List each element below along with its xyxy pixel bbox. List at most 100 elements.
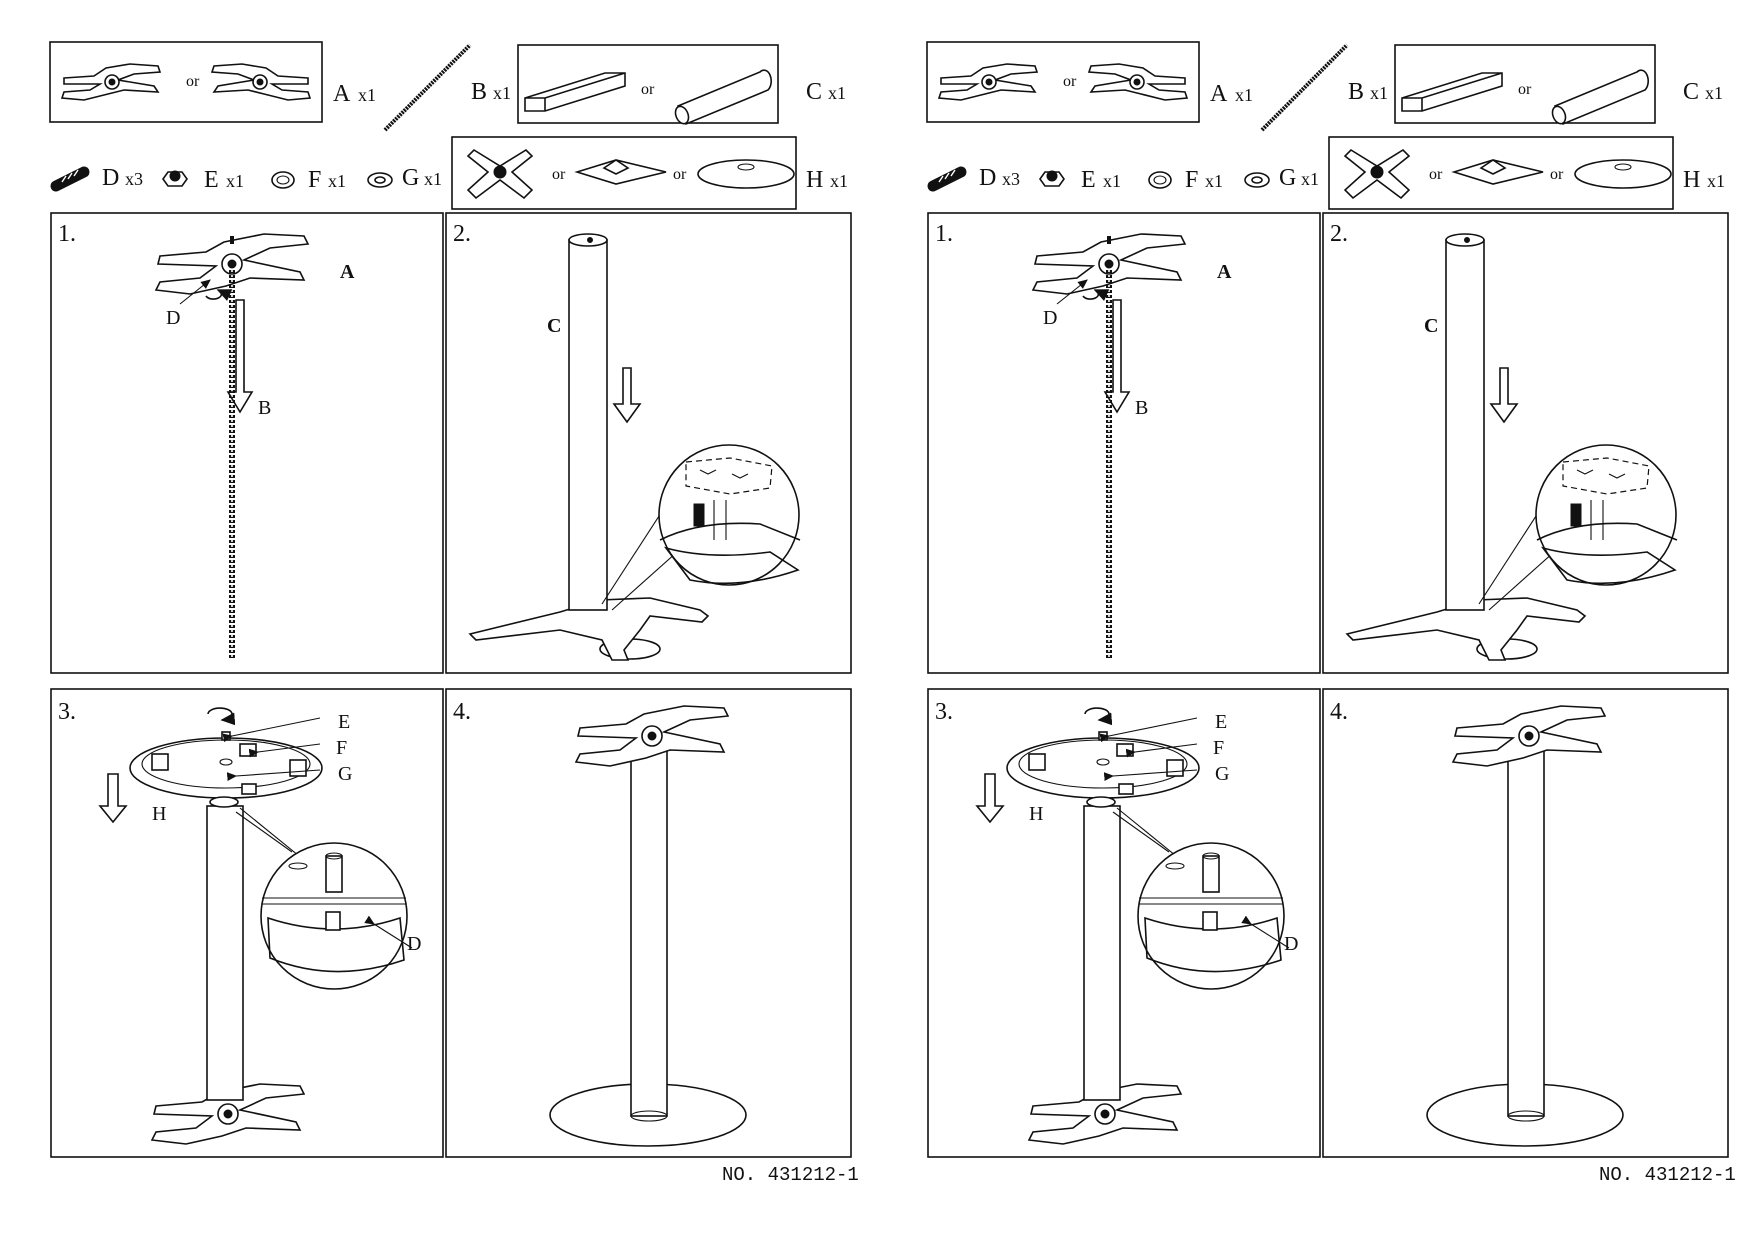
step-3-number: 3. bbox=[58, 699, 76, 725]
part-e-letter: E bbox=[1081, 167, 1096, 193]
step-2-drawing bbox=[468, 233, 801, 661]
round-tube-icon bbox=[1553, 69, 1650, 126]
or-label: or bbox=[552, 166, 566, 183]
document-number: NO. 431212-1 bbox=[1599, 1164, 1736, 1186]
step-1-number: 1. bbox=[935, 221, 953, 247]
step-2-number: 2. bbox=[1330, 221, 1348, 247]
step-4-panel bbox=[445, 688, 852, 1158]
part-h-letter: H bbox=[806, 167, 824, 193]
step-1-panel bbox=[927, 212, 1321, 674]
part-b-callout: B bbox=[258, 397, 272, 419]
part-a-qty: x1 bbox=[358, 85, 376, 105]
square-tube-icon bbox=[1401, 72, 1503, 112]
part-b-qty: x1 bbox=[1370, 83, 1388, 103]
document-number: NO. 431212-1 bbox=[722, 1164, 859, 1186]
square-tube-icon bbox=[524, 72, 626, 112]
cross-base-icon bbox=[466, 148, 534, 200]
instruction-sheet: or A x1 B x1 or C x1 D x3 E x1 F x1 G x1… bbox=[877, 0, 1754, 1240]
part-c-callout: C bbox=[547, 315, 562, 337]
part-a-letter: A bbox=[333, 81, 351, 107]
or-label: or bbox=[1063, 73, 1077, 90]
step-1-drawing bbox=[1032, 233, 1186, 658]
part-d-callout: D bbox=[1284, 933, 1299, 955]
part-g-callout: G bbox=[338, 763, 353, 785]
part-h-letter: H bbox=[1683, 167, 1701, 193]
part-e-callout: E bbox=[1215, 711, 1228, 733]
round-tube-icon bbox=[676, 69, 773, 126]
part-c-qty: x1 bbox=[1705, 83, 1723, 103]
part-d-callout: D bbox=[1043, 307, 1058, 329]
threaded-rod-icon bbox=[383, 43, 472, 132]
part-d-letter: D bbox=[102, 165, 120, 191]
or-label: or bbox=[1518, 81, 1532, 98]
step-3-drawing bbox=[98, 707, 413, 1145]
part-h-qty: x1 bbox=[1707, 171, 1725, 191]
step-3-drawing bbox=[975, 707, 1290, 1145]
bolt-icon bbox=[927, 166, 967, 192]
part-bc-box bbox=[1394, 44, 1656, 124]
part-f-letter: F bbox=[308, 167, 322, 193]
step-1-panel bbox=[50, 212, 444, 674]
part-h-box bbox=[1328, 136, 1674, 210]
part-b-letter: B bbox=[1348, 79, 1365, 105]
part-f-qty: x1 bbox=[328, 171, 346, 191]
part-a-callout: A bbox=[340, 261, 355, 283]
part-a-callout: A bbox=[1217, 261, 1232, 283]
part-e-callout: E bbox=[338, 711, 351, 733]
spring-washer-icon bbox=[271, 171, 295, 189]
square-base-icon bbox=[574, 159, 667, 185]
part-f-letter: F bbox=[1185, 167, 1199, 193]
part-c-callout: C bbox=[1424, 315, 1439, 337]
part-g-qty: x1 bbox=[424, 169, 442, 189]
step-3-panel bbox=[927, 688, 1321, 1158]
part-f-callout: F bbox=[1213, 737, 1225, 759]
or-label: or bbox=[1550, 166, 1564, 183]
part-d-qty: x3 bbox=[125, 169, 143, 189]
step-1-drawing bbox=[155, 233, 309, 658]
part-h-box bbox=[451, 136, 797, 210]
part-h-callout: H bbox=[152, 803, 167, 825]
part-e-letter: E bbox=[204, 167, 219, 193]
base-spider-alt-icon bbox=[211, 63, 311, 101]
part-f-callout: F bbox=[336, 737, 348, 759]
step-1-number: 1. bbox=[58, 221, 76, 247]
or-label: or bbox=[673, 166, 687, 183]
part-d-qty: x3 bbox=[1002, 169, 1020, 189]
assembly-drawing bbox=[49, 41, 852, 1158]
threaded-rod-icon bbox=[1260, 43, 1349, 132]
part-d-callout: D bbox=[407, 933, 422, 955]
nut-icon bbox=[1039, 170, 1065, 187]
part-h-qty: x1 bbox=[830, 171, 848, 191]
base-spider-icon bbox=[61, 63, 161, 101]
base-spider-icon bbox=[938, 63, 1038, 101]
step-3-number: 3. bbox=[935, 699, 953, 725]
part-c-qty: x1 bbox=[828, 83, 846, 103]
step-4-panel bbox=[1322, 688, 1729, 1158]
cross-base-icon bbox=[1343, 148, 1411, 200]
or-label: or bbox=[1429, 166, 1443, 183]
part-e-qty: x1 bbox=[226, 171, 244, 191]
step-2-panel bbox=[445, 212, 852, 674]
base-spider-alt-icon bbox=[1088, 63, 1188, 101]
or-label: or bbox=[186, 73, 200, 90]
part-bc-box bbox=[517, 44, 779, 124]
step-3-panel bbox=[50, 688, 444, 1158]
bolt-icon bbox=[50, 166, 90, 192]
step-4-number: 4. bbox=[453, 699, 471, 725]
nut-icon bbox=[162, 170, 188, 187]
round-base-icon bbox=[1574, 159, 1672, 189]
part-c-letter: C bbox=[806, 79, 823, 105]
part-e-qty: x1 bbox=[1103, 171, 1121, 191]
part-d-letter: D bbox=[979, 165, 997, 191]
part-a-letter: A bbox=[1210, 81, 1228, 107]
part-f-qty: x1 bbox=[1205, 171, 1223, 191]
step-4-number: 4. bbox=[1330, 699, 1348, 725]
step-2-drawing bbox=[1345, 233, 1678, 661]
part-g-qty: x1 bbox=[1301, 169, 1319, 189]
spring-washer-icon bbox=[1148, 171, 1172, 189]
part-b-qty: x1 bbox=[493, 83, 511, 103]
part-g-letter: G bbox=[402, 165, 420, 191]
flat-washer-icon bbox=[367, 172, 393, 188]
part-c-letter: C bbox=[1683, 79, 1700, 105]
step-4-drawing bbox=[1426, 705, 1624, 1147]
